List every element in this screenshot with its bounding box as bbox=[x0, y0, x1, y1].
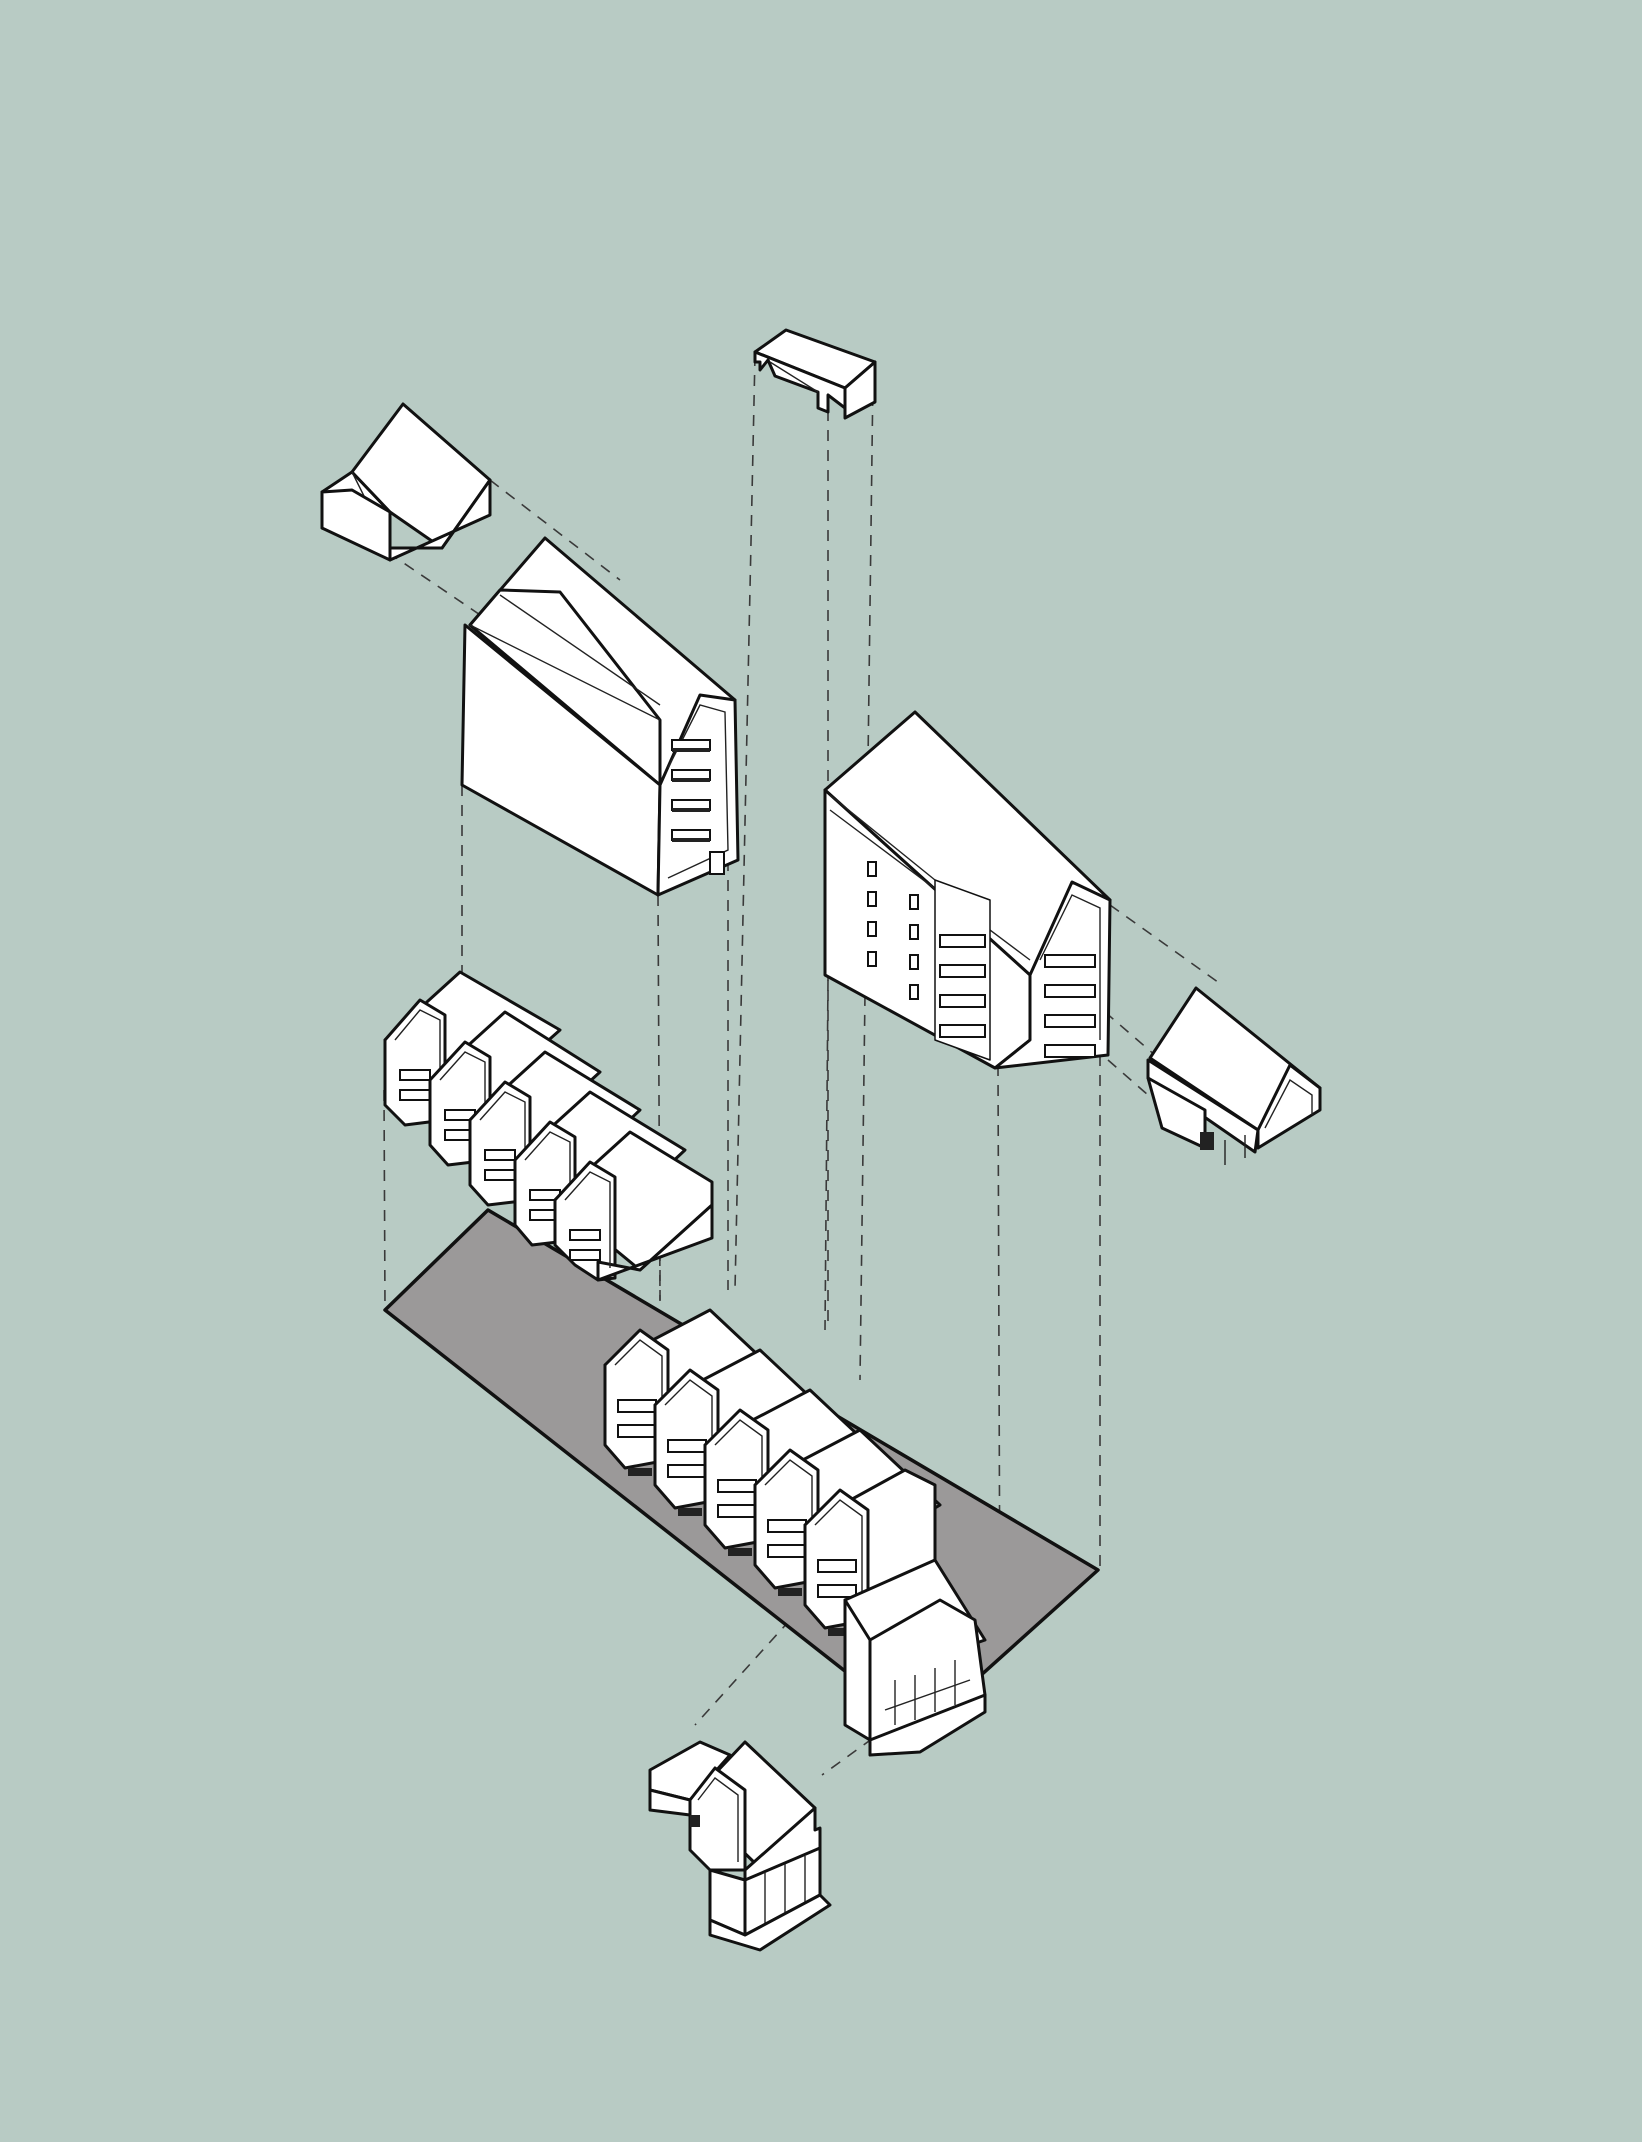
tall-gable-building bbox=[460, 536, 740, 897]
upper-row-unit-5 bbox=[553, 1130, 714, 1282]
apartment-balconies bbox=[939, 934, 1096, 1058]
lower-row-unit-5 bbox=[803, 1468, 937, 1636]
small-gable-annex bbox=[1146, 986, 1322, 1165]
apartment-block bbox=[823, 710, 1112, 1070]
upper-gable-cap bbox=[320, 402, 492, 562]
corner-house-module bbox=[648, 1740, 832, 1952]
tall-building-balconies bbox=[671, 739, 725, 875]
roof-canopy-module bbox=[753, 328, 877, 420]
terraced-row-lower bbox=[603, 1308, 987, 1757]
lower-row-end-wing bbox=[843, 1558, 987, 1757]
terraced-row-upper bbox=[383, 970, 714, 1282]
